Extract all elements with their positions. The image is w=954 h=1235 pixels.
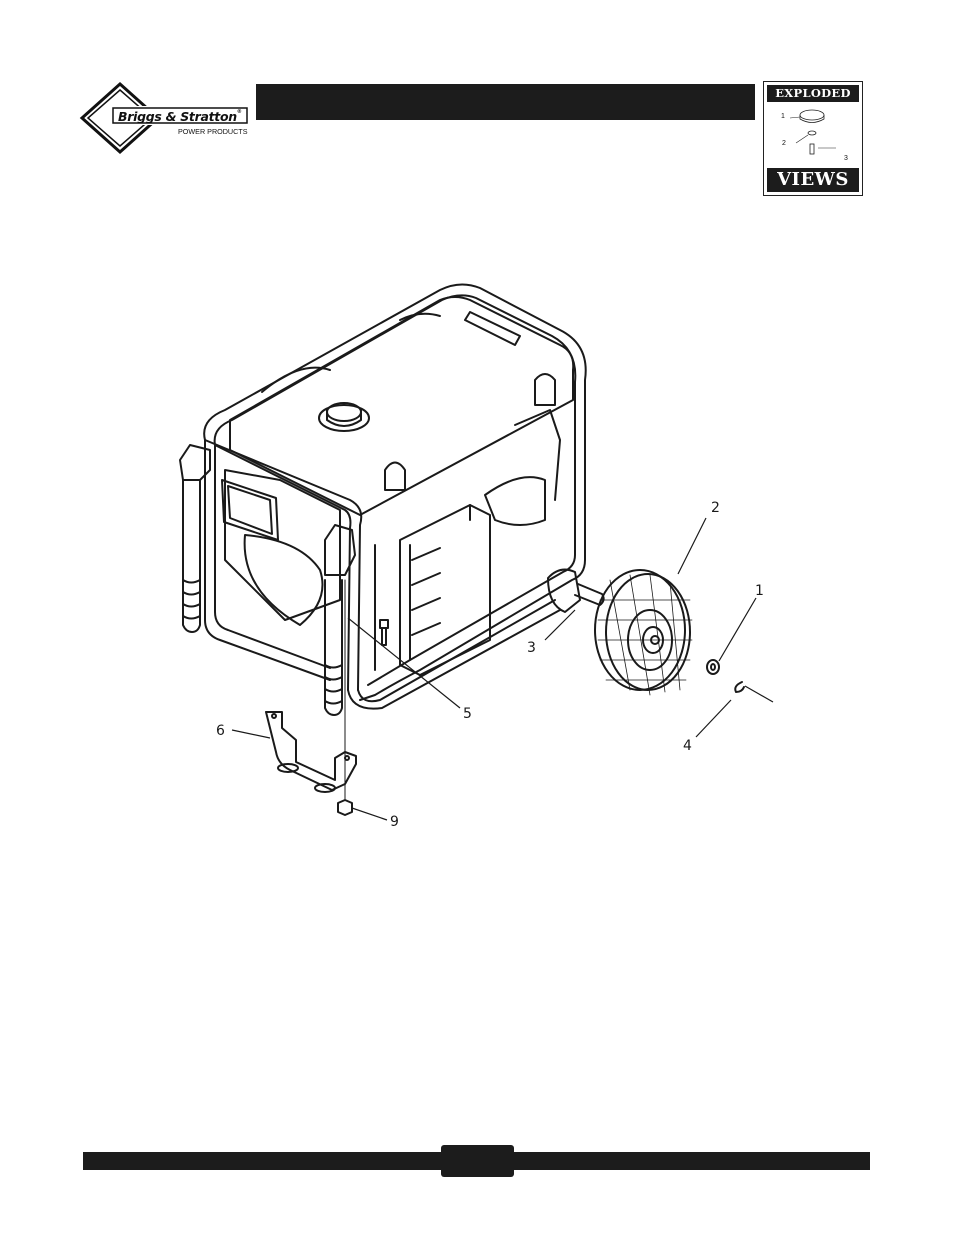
handle-left	[183, 480, 200, 632]
bolt	[380, 620, 388, 645]
leader-line-4	[696, 700, 731, 737]
callout-4: 4	[683, 739, 692, 753]
engine	[225, 470, 340, 620]
frame-right	[360, 390, 585, 700]
footer-bar-right	[514, 1152, 870, 1170]
callout-2: 2	[711, 501, 720, 515]
footer-page-tab	[441, 1145, 514, 1177]
hairpin-clip	[735, 682, 744, 692]
control-panel	[400, 505, 490, 675]
callout-1: 1	[755, 584, 764, 598]
leader-line-3	[545, 610, 575, 640]
leader-line-6	[232, 730, 270, 738]
callout-3: 3	[527, 641, 536, 655]
callout-5: 5	[463, 707, 472, 721]
leader-line-1	[719, 598, 756, 661]
footer-bar-left	[83, 1152, 441, 1170]
callout-9: 9	[390, 815, 399, 829]
leader-line-2	[678, 518, 706, 574]
frame-top-tube	[204, 284, 586, 440]
nut	[338, 800, 352, 815]
washer	[707, 660, 719, 674]
leader-line-9	[352, 808, 387, 820]
foot-bracket	[266, 712, 356, 790]
callout-6: 6	[216, 724, 225, 738]
fuel-tank	[230, 297, 573, 515]
